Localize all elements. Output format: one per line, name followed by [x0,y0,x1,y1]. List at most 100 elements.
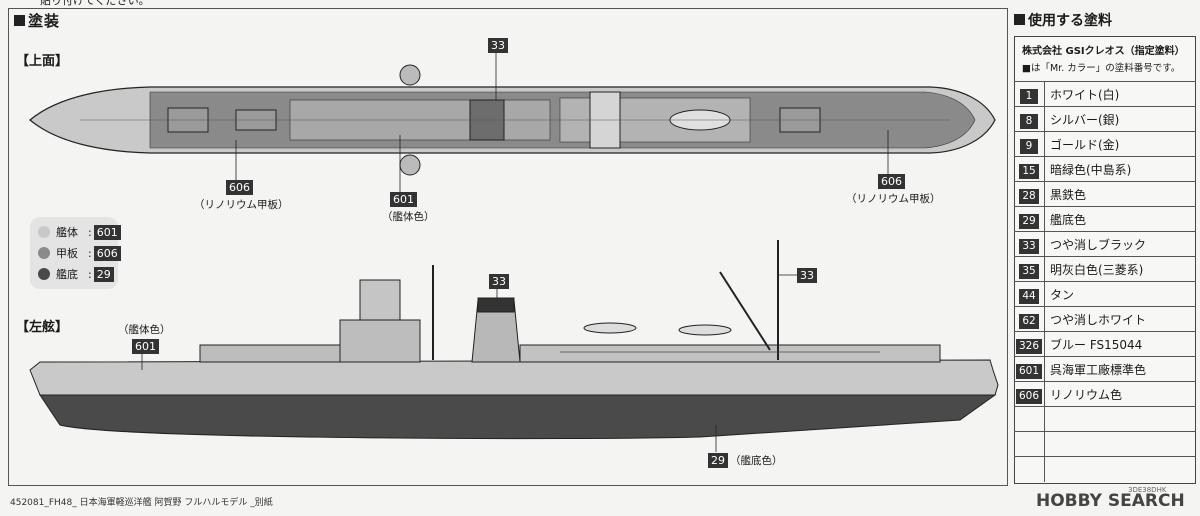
paint-name [1044,406,1196,432]
paint-row: 28 黒鉄色 [1014,181,1196,207]
paint-code: 44 [1019,289,1039,304]
paint-code-cell: 1 [1014,81,1045,107]
paint-code-cell: 29 [1014,206,1045,232]
paint-name: つや消しブラック [1044,231,1196,257]
legend-label: 甲板 [56,247,78,260]
paint-code: 1 [1020,89,1038,104]
paint-name: ゴールド(金) [1044,131,1196,157]
paint-code: 8 [1020,114,1038,129]
paint-code-cell: 15 [1014,156,1045,182]
maker-note: ■は「Mr. カラー」の塗料番号です。 [1022,63,1181,74]
paint-code-cell: 601 [1014,356,1045,382]
side-view-ship [29,240,999,440]
callout-top-606-right: 606 [878,174,905,189]
legend-row: 艦底: 29 [38,265,114,283]
callout-top-33: 33 [488,38,508,53]
paint-row: 29 艦底色 [1014,206,1196,232]
paint-name: リノリウム色 [1044,381,1196,407]
paint-name: 明灰白色(三菱系) [1044,256,1196,282]
paint-name [1044,456,1196,482]
paint-name [1044,431,1196,457]
callout-side-601-text: （艦体色） [118,324,171,336]
ship-drawings [29,53,999,452]
callout-side-601: 601 [132,339,159,354]
maker-name: 株式会社 GSIクレオス（指定塗料） [1022,46,1185,57]
paint-row: 15 暗緑色(中島系) [1014,156,1196,182]
panel-title: 使用する塗料 [1014,10,1112,30]
paint-code: 33 [1019,239,1039,254]
paint-name: つや消しホワイト [1044,306,1196,332]
deck-color-swatch [38,247,50,259]
top-view-label: 【上面】 [16,54,69,69]
paint-row: 1 ホワイト(白) [1014,81,1196,107]
paint-name: 艦底色 [1044,206,1196,232]
paint-name: 呉海軍工廠標準色 [1044,356,1196,382]
square-bullet-icon [14,15,25,26]
paint-name: ブルー FS15044 [1044,331,1196,357]
paint-row: 62 つや消しホワイト [1014,306,1196,332]
paint-code-cell: 33 [1014,231,1045,257]
panel-title-text: 使用する塗料 [1028,13,1112,29]
header-fragment: 貼り付けてください。 [40,0,150,7]
callout-side-29: 29 [708,453,728,468]
paint-code-cell: 35 [1014,256,1045,282]
legend-label: 艦体 [56,226,78,239]
hobby-search-watermark: HOBBY SEARCH [1036,491,1185,511]
paint-code: 601 [1015,364,1043,379]
callout-top-606-right-text: （リノリウム甲板） [846,193,941,205]
paint-code-cell: 28 [1014,181,1045,207]
footer-code: 3DE38DHK [1128,486,1167,494]
legend-label: 艦底 [56,268,78,281]
paint-code-cell: 606 [1014,381,1045,407]
paint-code-cell [1014,431,1045,457]
paint-code-cell: 326 [1014,331,1045,357]
callout-top-606-left: 606 [226,180,253,195]
bottom-color-swatch [38,268,50,280]
paint-row: 35 明灰白色(三菱系) [1014,256,1196,282]
legend-row: 艦体: 601 [38,223,121,241]
paint-code: 35 [1019,264,1039,279]
paint-row: 8 シルバー(銀) [1014,106,1196,132]
paint-code-cell: 62 [1014,306,1045,332]
painting-frame [8,8,1008,486]
paint-name: 暗緑色(中島系) [1044,156,1196,182]
section-title-text: 塗装 [28,12,61,30]
paint-row: 33 つや消しブラック [1014,231,1196,257]
paint-code-cell [1014,456,1045,482]
paint-code: 9 [1020,139,1038,154]
callout-top-606-left-text: （リノリウム甲板） [194,199,289,211]
paint-row [1014,431,1196,457]
paint-code: 29 [1019,214,1039,229]
paint-row: 44 タン [1014,281,1196,307]
section-title: 塗装 [14,10,60,31]
callout-top-601-text: （艦体色） [382,211,435,223]
paint-panel: 使用する塗料 株式会社 GSIクレオス（指定塗料） ■は「Mr. カラー」の塗料… [1014,8,1196,486]
legend-row: 甲板: 606 [38,244,121,262]
paint-code-cell: 44 [1014,281,1045,307]
paint-code-cell [1014,406,1045,432]
callout-top-601: 601 [390,192,417,207]
footer-caption: 452081_FH48_ 日本海軍軽巡洋艦 阿賀野 フルハルモデル _別紙 [10,498,273,508]
callout-side-29-text: （艦底色） [730,455,783,467]
paint-code: 15 [1019,164,1039,179]
legend-code: 29 [93,266,114,282]
paint-row [1014,456,1196,482]
square-bullet-icon [1014,14,1025,25]
paint-name: 黒鉄色 [1044,181,1196,207]
paint-code: 606 [1015,389,1043,404]
paint-name: タン [1044,281,1196,307]
legend-code: 606 [93,245,121,261]
paint-name: シルバー(銀) [1044,106,1196,132]
hull-color-swatch [38,226,50,238]
paint-row [1014,406,1196,432]
callout-side-33-funnel: 33 [489,274,509,289]
paint-code: 28 [1019,189,1039,204]
side-view-label: 【左舷】 [16,320,69,335]
paint-name: ホワイト(白) [1044,81,1196,107]
paint-code: 62 [1019,314,1039,329]
top-view-ship [29,64,996,176]
callout-side-33-mast: 33 [797,268,817,283]
